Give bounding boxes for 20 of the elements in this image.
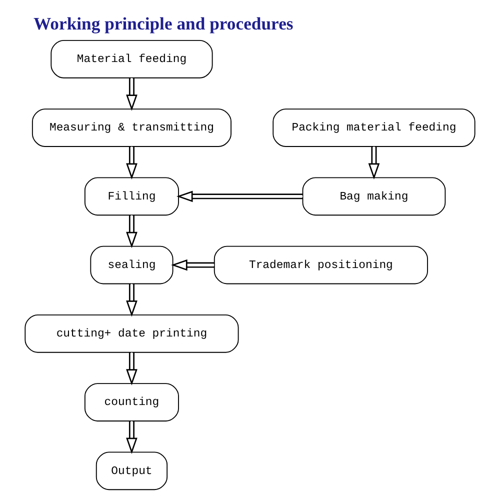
arrow — [126, 146, 137, 180]
arrow — [126, 215, 137, 248]
node-box: sealing — [90, 246, 173, 284]
diagram-title: Working principle and procedures — [32, 14, 293, 34]
arrow — [126, 284, 137, 317]
arrow — [126, 352, 137, 386]
node-box: Packing material feeding — [272, 108, 475, 147]
node-box: cutting+ date printing — [24, 314, 238, 353]
node-box: Filling — [84, 177, 178, 216]
node-box: Trademark positioning — [213, 246, 428, 284]
arrow — [170, 259, 214, 271]
arrow — [176, 190, 302, 202]
node-box: Output — [95, 452, 168, 490]
arrow — [368, 146, 380, 180]
node-box: Material feeding — [50, 40, 212, 78]
arrow — [126, 421, 137, 454]
node-box: Bag making — [302, 177, 446, 216]
node-box: Measuring & transmitting — [31, 108, 231, 147]
arrow — [126, 78, 137, 111]
node-box: counting — [84, 383, 178, 422]
